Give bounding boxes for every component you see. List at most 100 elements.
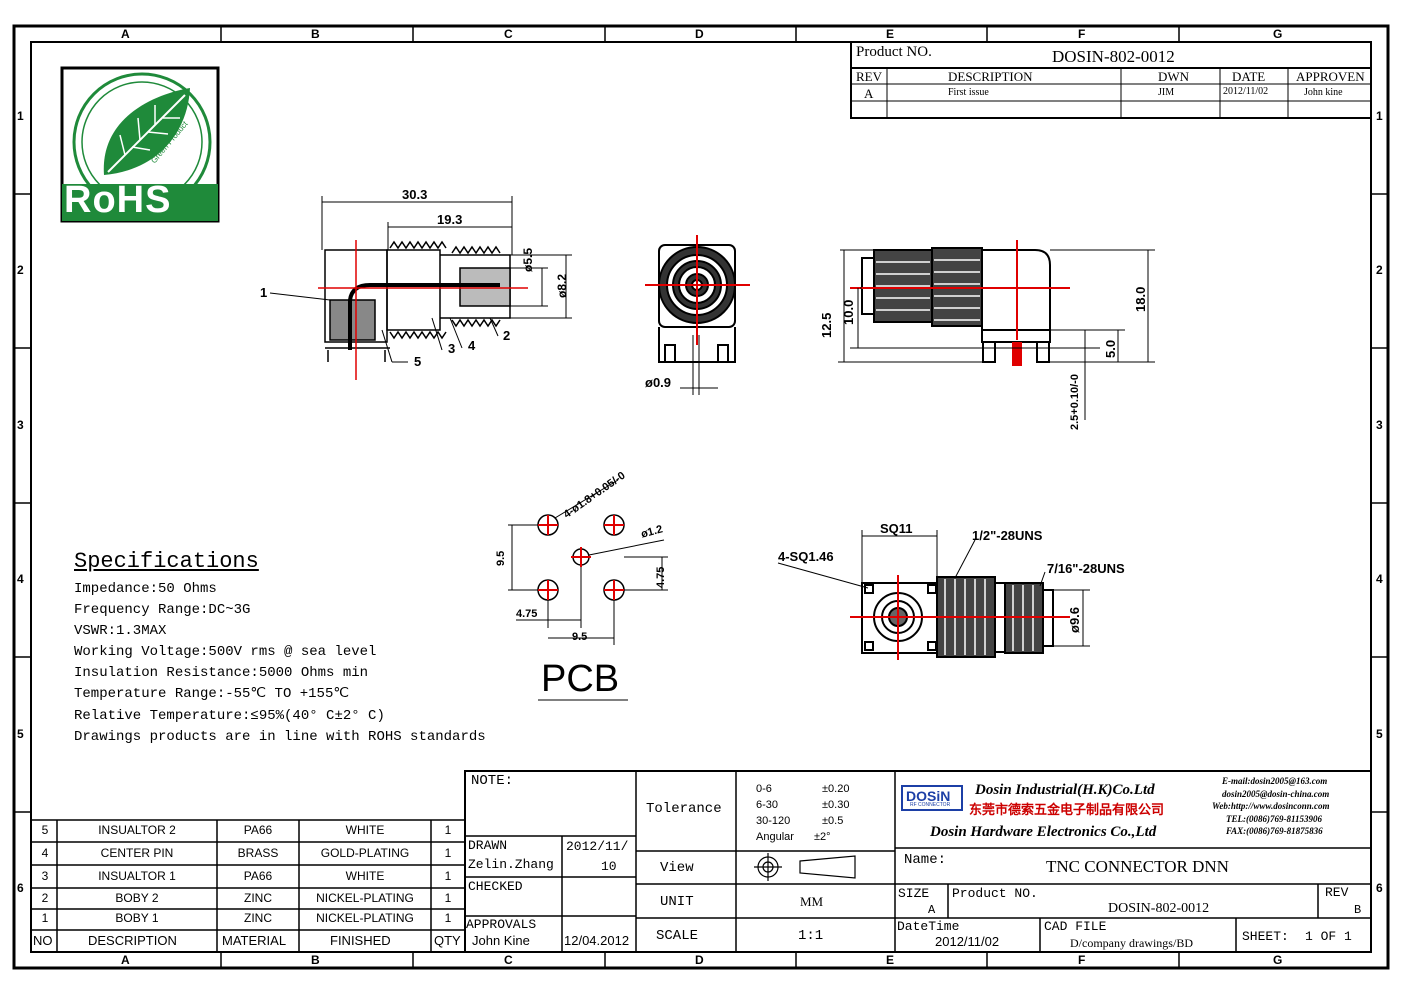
name-label: Name: [904,852,947,868]
zone-col-a-top: A [121,27,130,41]
zone-row-2-left: 2 [17,263,24,277]
bom-material: PA66 [243,869,273,883]
dim-height-5: 5.0 [1103,339,1118,358]
view-label: View [660,860,694,876]
bom-no: 4 [41,846,49,860]
bom-qty: 1 [444,823,452,837]
bom-qty: 1 [444,911,452,925]
bom-finished: NICKEL-PLATING [316,911,414,925]
dim-partial-length: 19.3 [437,212,463,227]
sheet-label: SHEET: [1242,929,1289,944]
zone-col-a-bottom: A [121,953,130,967]
zone-row-5-left: 5 [17,727,24,741]
dim-thread-2: 7/16"-28UNS [1047,561,1125,576]
rev-header-rev: REV [856,69,882,84]
tolerance-range: Angular [756,831,794,843]
rohs-logo-text: RoHS [64,179,172,221]
size-value: A [928,903,936,917]
rev-header-date: DATE [1232,69,1266,84]
note-label: NOTE: [471,773,514,789]
zone-row-5-right: 5 [1376,727,1383,741]
zone-col-e-top: E [886,27,895,41]
bom-header-no: NO [33,933,53,948]
bom-no: 5 [41,823,49,837]
cadfile-value: D/company drawings/BD [1070,936,1193,950]
contact-line: FAX:(0086)769-81875836 [1226,826,1323,836]
dim-bottom-dia: ø9.6 [1067,606,1082,633]
bom-description: INSUALTOR 2 [98,823,176,837]
zone-row-2-right: 2 [1376,263,1383,277]
unit-label: UNIT [660,894,694,910]
header-product-no: DOSIN-802-0012 [1052,47,1175,66]
spec-line: Impedance:50 Ohms [74,581,217,597]
dim-pin-length: 2.5+0.10/-0 [1069,374,1081,430]
size-label: SIZE [898,886,930,901]
callout-2: 2 [503,328,511,343]
spec-line: Temperature Range:-55℃ TO +155℃ [74,686,350,702]
bom-header-finished: FINISHED [330,933,391,948]
bom-qty: 1 [444,891,452,905]
bom-finished: NICKEL-PLATING [316,891,414,905]
bom-header-material: MATERIAL [222,933,287,948]
product-label: Product NO. [952,886,1038,901]
approvals-name: John Kine [472,933,530,948]
drawn-date-1: 2012/11/ [566,839,629,854]
drawn-date-2: 10 [601,859,617,874]
bom-no: 3 [41,869,49,883]
tolerance-value: ±0.30 [822,799,850,811]
rev-row-description: First issue [948,87,989,98]
dim-pcb-4-75-v: 4.75 [655,566,667,588]
spec-line: Drawings products are in line with ROHS … [74,729,486,745]
product-value: DOSIN-802-0012 [1108,901,1210,916]
rev-row-date: 2012/11/02 [1223,86,1269,97]
bom-description: INSUALTOR 1 [98,869,176,883]
checked-label: CHECKED [468,879,523,894]
rev-header-dwn: DWN [1158,69,1190,84]
dim-sq11: SQ11 [880,521,913,536]
company-logo-sub: RF CONNECTOR [910,802,951,808]
bom-finished: GOLD-PLATING [320,846,410,860]
spec-line: Relative Temperature:≤95%(40° C±2° C) [74,708,385,724]
contact-line: dosin2005@dosin-china.com [1222,788,1330,799]
zone-col-e-bottom: E [886,953,895,967]
dim-pcb-9-5-h: 9.5 [572,631,588,643]
zone-col-d-top: D [695,27,704,41]
company-name-en: Dosin Industrial(H.K)Co.Ltd [975,782,1155,798]
header-product-label: Product NO. [856,44,932,60]
drawn-name: Zelin.Zhang [468,857,554,872]
zone-row-3-left: 3 [17,418,24,432]
rev-row-dwn: JIM [1158,87,1175,98]
zone-col-b-top: B [311,27,320,41]
dim-sq146: 4-SQ1.46 [778,549,834,564]
cadfile-label: CAD FILE [1044,919,1107,934]
specs-title: Specifications [74,549,259,574]
name-value: TNC CONNECTOR DNN [1046,857,1229,876]
dim-thread-1: 1/2"-28UNS [972,528,1043,543]
dim-inner-dia: ø5.5 [521,247,535,272]
bom-qty: 1 [444,846,452,860]
view-symbol [754,853,856,881]
zone-col-c-bottom: C [504,953,513,967]
spec-line: VSWR:1.3MAX [74,623,167,639]
spec-line: Frequency Range:DC~3G [74,602,251,618]
bom-material: ZINC [244,911,272,925]
datetime-label: DateTime [897,919,960,934]
rev-label: REV [1325,885,1349,900]
tolerance-label: Tolerance [646,801,722,817]
rev-row-rev: A [864,86,874,101]
zone-row-6-left: 6 [17,881,24,895]
tolerance-range: 30-120 [756,815,791,827]
callout-4: 4 [468,338,476,353]
bom-header-description: DESCRIPTION [88,933,177,948]
zone-row-4-right: 4 [1376,572,1383,586]
zone-col-c-top: C [504,27,513,41]
company-name-cn: 东莞市德索五金电子制品有限公司 [969,802,1165,817]
scale-label: SCALE [656,928,699,944]
tolerance-range: 0-6 [756,783,772,795]
bom-qty: 1 [444,869,452,883]
tolerance-value: ±2° [814,831,831,843]
scale-value: 1:1 [798,928,824,944]
rohs-logo [60,66,220,223]
dim-height-18: 18.0 [1133,286,1148,312]
